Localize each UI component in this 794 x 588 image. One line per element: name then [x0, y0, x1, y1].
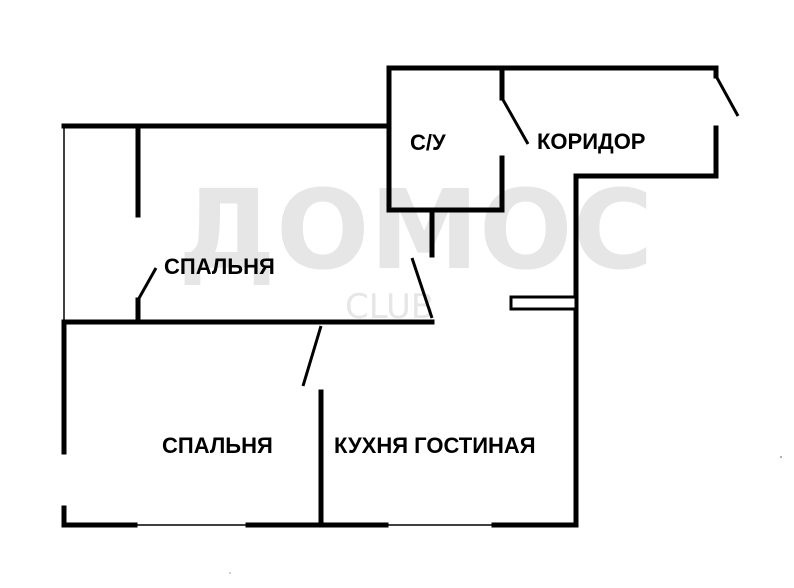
- door-bedroom-top: [410, 257, 434, 319]
- door-bedroom-bottom: [301, 325, 323, 387]
- label-kitchen-living: КУХНЯ ГОСТИНАЯ: [334, 433, 536, 458]
- doors: [136, 75, 740, 387]
- scan-specks: [229, 456, 782, 574]
- watermark-logo: ДОМОС CLUB: [178, 166, 653, 327]
- label-bedroom-bottom: СПАЛЬНЯ: [162, 433, 273, 458]
- door-corridor-entrance: [714, 75, 740, 117]
- label-corridor: КОРИДОР: [537, 129, 646, 154]
- door-bedroom-top-closet: [136, 267, 158, 301]
- door-bathroom: [500, 97, 530, 145]
- walls: [61, 65, 719, 528]
- room-labels: С/У КОРИДОР СПАЛЬНЯ СПАЛЬНЯ КУХНЯ ГОСТИН…: [162, 129, 646, 458]
- radiator-shelf: [509, 295, 578, 311]
- label-bathroom: С/У: [410, 130, 446, 155]
- label-bedroom-top: СПАЛЬНЯ: [164, 254, 275, 279]
